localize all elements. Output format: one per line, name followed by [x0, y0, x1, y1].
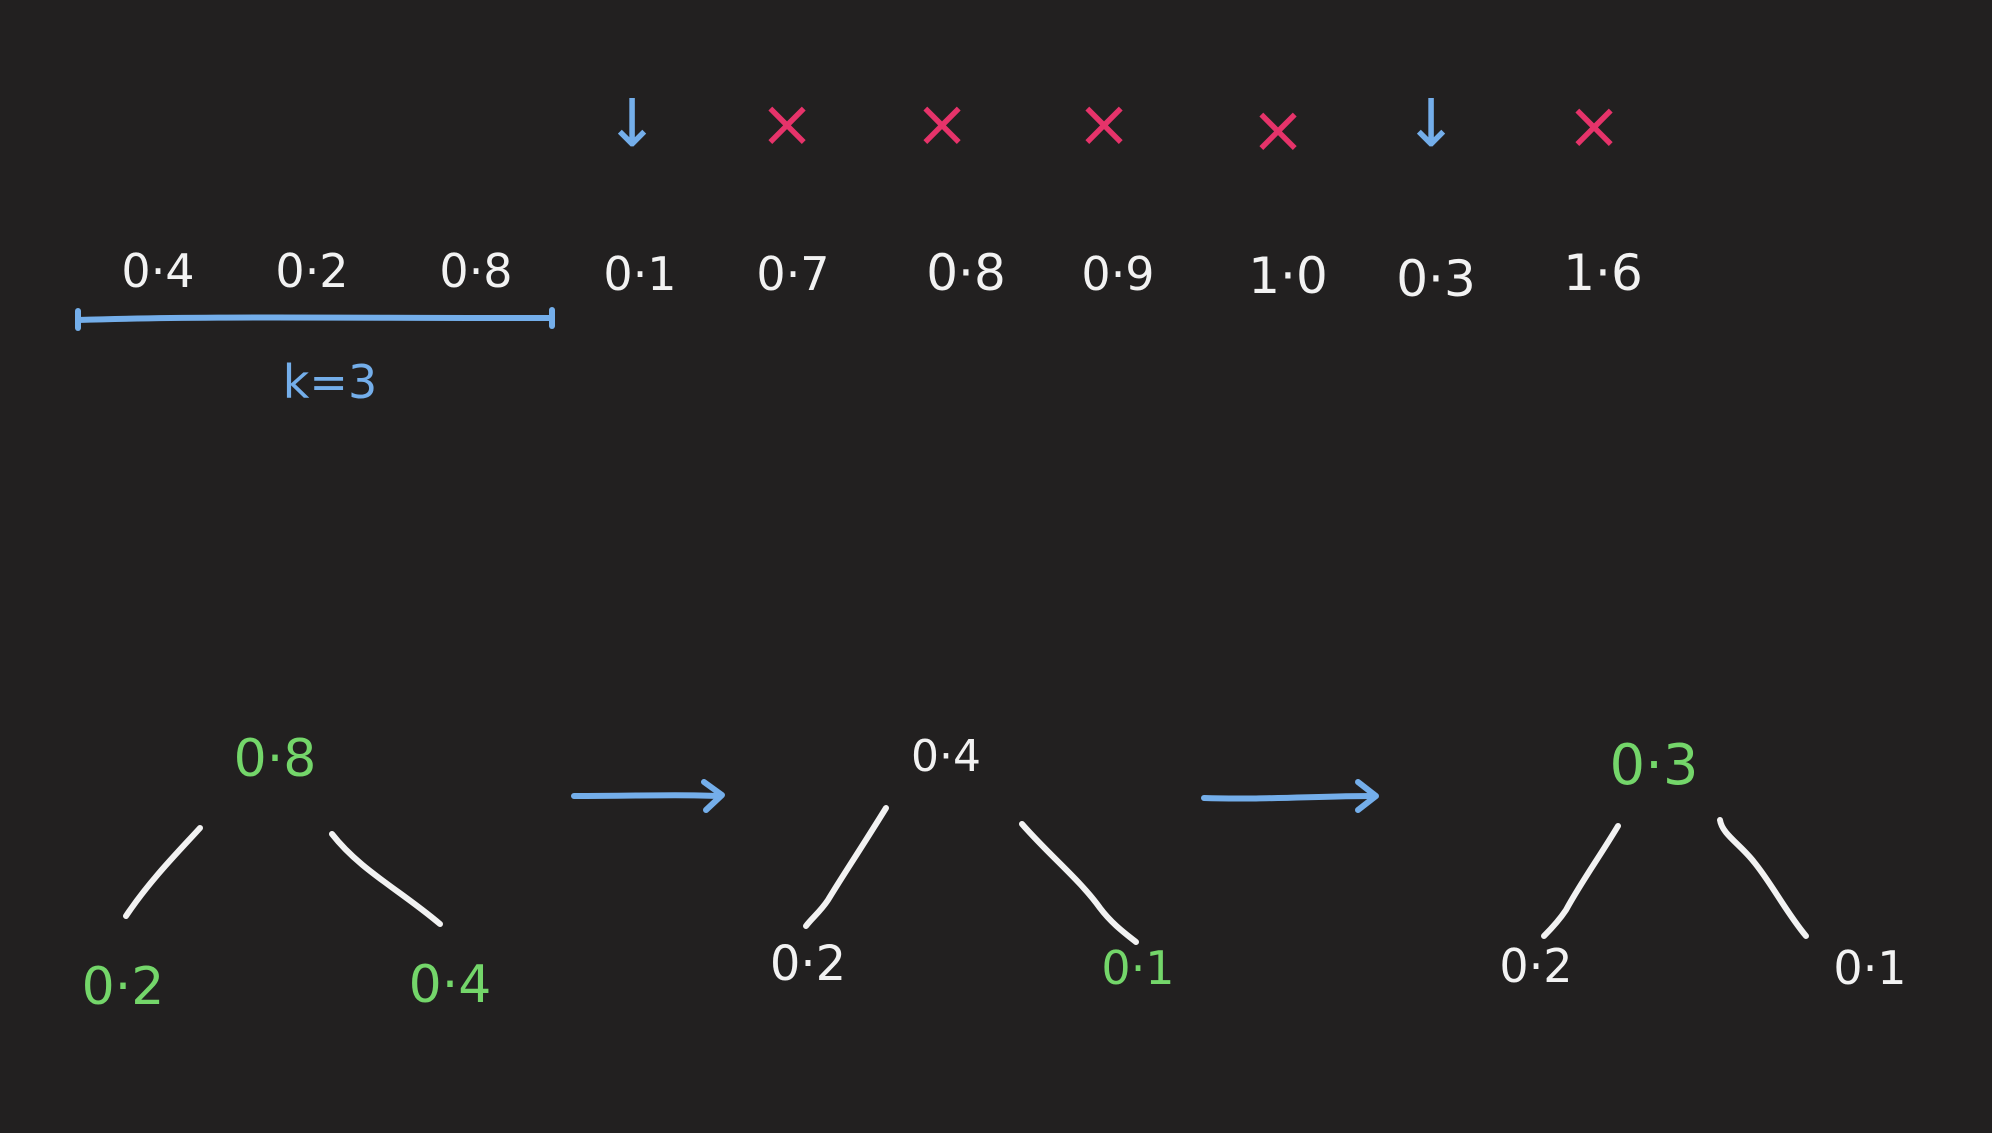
- array-value-6: 0·9: [1081, 247, 1154, 301]
- heap-node-right: 0·1: [1833, 941, 1906, 995]
- right-arrow-icon: [1201, 793, 1375, 802]
- reject-cross-icon: ×: [1566, 87, 1621, 164]
- array-value-4: 0·7: [756, 247, 829, 301]
- heap-3: 0·3 0·2 0·1: [1499, 733, 1906, 995]
- heap-1: 0·8 0·2 0·4: [82, 729, 492, 1017]
- array-value-1: 0·2: [275, 244, 348, 298]
- reject-cross-icon: ×: [759, 85, 814, 162]
- heap-node-root: 0·4: [911, 731, 981, 782]
- heap-edge: [1541, 823, 1621, 939]
- window-size-label: k=3: [283, 355, 377, 409]
- heap-node-right: 0·1: [1101, 941, 1174, 995]
- heap-edge: [123, 825, 203, 919]
- array-values: 0·4 0·2 0·8 0·1 0·7 0·8 0·9 1·0 0·3 1·6: [121, 244, 1642, 308]
- accept-arrow-icon: ↓: [1403, 85, 1458, 162]
- right-arrow-icon: [571, 792, 721, 799]
- reject-cross-icon: ×: [1076, 85, 1131, 162]
- array-value-9: 1·6: [1563, 244, 1643, 302]
- reject-cross-icon: ×: [914, 85, 969, 162]
- heap-node-root: 0·3: [1609, 733, 1698, 798]
- right-arrow-head: [1355, 779, 1379, 813]
- transition-arrow-1: [571, 779, 725, 813]
- heap-edge: [329, 831, 443, 927]
- right-arrow-head: [701, 779, 725, 813]
- array-value-0: 0·4: [121, 244, 194, 298]
- window-bracket-line: [75, 314, 555, 323]
- heap-edge: [1019, 821, 1139, 945]
- reject-cross-icon: ×: [1250, 91, 1305, 168]
- heap-edge: [803, 805, 889, 929]
- heap-node-left: 0·2: [82, 957, 165, 1017]
- array-value-7: 1·0: [1248, 247, 1328, 305]
- array-marks: ↓ × × × × ↓ ×: [604, 85, 1621, 168]
- heap-node-root: 0·8: [234, 729, 317, 789]
- array-value-2: 0·8: [439, 244, 512, 298]
- heap-edge: [1717, 817, 1809, 939]
- transition-arrow-2: [1201, 779, 1379, 813]
- array-value-8: 0·3: [1396, 250, 1476, 308]
- heap-node-right: 0·4: [409, 955, 492, 1015]
- array-value-5: 0·8: [926, 244, 1006, 302]
- heap-2: 0·4 0·2 0·1: [770, 731, 1175, 995]
- accept-arrow-icon: ↓: [604, 85, 659, 162]
- array-value-3: 0·1: [603, 247, 676, 301]
- heap-node-left: 0·2: [1499, 939, 1572, 993]
- heap-node-left: 0·2: [770, 936, 846, 992]
- window-bracket: k=3: [75, 307, 555, 409]
